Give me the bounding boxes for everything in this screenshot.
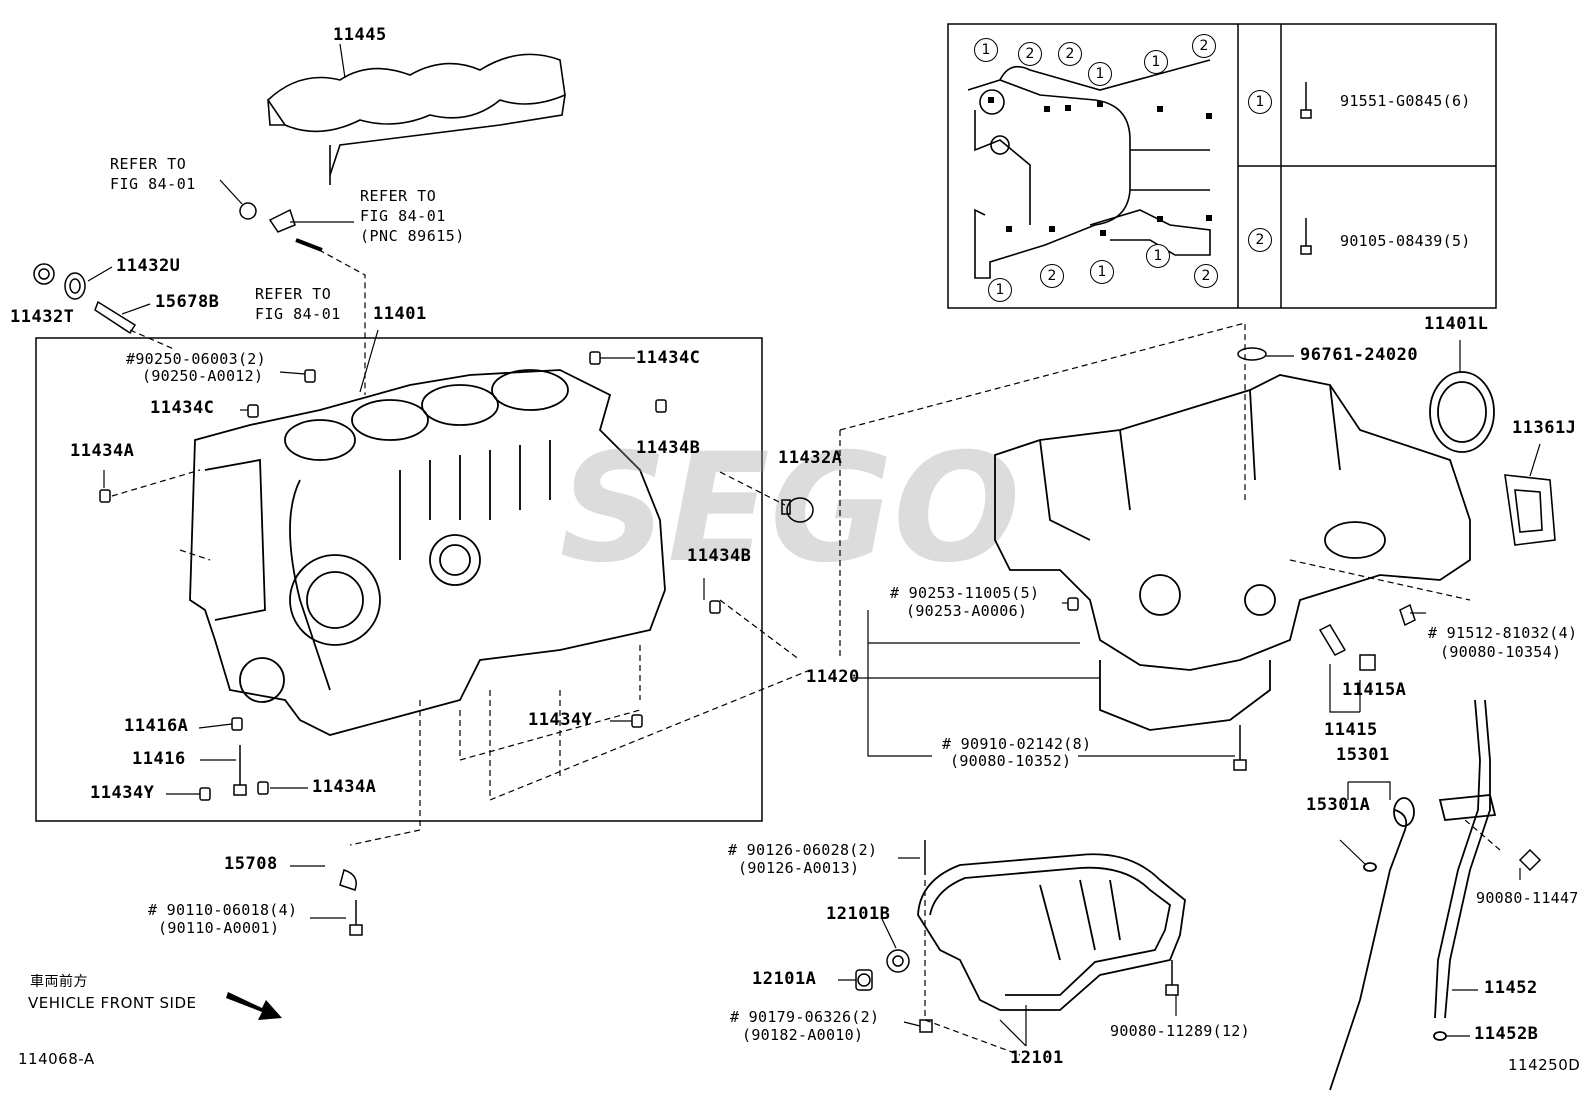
plug-11432A [781, 497, 814, 523]
label-91512-81032[interactable]: # 91512-81032(4) [1428, 624, 1578, 642]
label-11432U[interactable]: 11432U [116, 256, 181, 276]
label-11415[interactable]: 11415 [1324, 720, 1378, 740]
label-15301A[interactable]: 15301A [1306, 795, 1371, 815]
label-90910-02142[interactable]: # 90910-02142(8) [942, 735, 1092, 753]
label-90179-06326[interactable]: # 90179-06326(2) [730, 1008, 880, 1026]
label-vehicle-front-side: VEHICLE FRONT SIDE [28, 994, 197, 1012]
label-11434A-1[interactable]: 11434A [70, 441, 135, 461]
dipstick-guide-11452 [1433, 699, 1497, 1041]
label-11432A[interactable]: 11432A [778, 448, 843, 468]
dashed-leaders [111, 244, 1501, 1056]
label-90126-A0013: (90126-A0013) [738, 859, 860, 877]
dipstick-15301 [1329, 797, 1415, 1091]
inset-marker: 1 [1088, 62, 1112, 86]
label-96761-24020[interactable]: 96761-24020 [1300, 345, 1419, 365]
label-front-jp: 車両前方 [30, 974, 88, 990]
label-11401L[interactable]: 11401L [1424, 314, 1489, 334]
label-90080-10354: (90080-10354) [1440, 643, 1562, 661]
label-90253-11005[interactable]: # 90253-11005(5) [890, 584, 1040, 602]
label-11416A[interactable]: 11416A [124, 716, 189, 736]
label-15708[interactable]: 15708 [224, 854, 278, 874]
label-15678B[interactable]: 15678B [155, 292, 220, 312]
label-90080-11289[interactable]: 90080-11289(12) [1110, 1022, 1250, 1040]
label-11434C-1[interactable]: 11434C [636, 348, 701, 368]
label-refer-fig-84-01-b[interactable]: REFER TO FIG 84-01 (PNC 89615) [360, 187, 465, 245]
bolt-icon [1300, 82, 1312, 119]
inset-row-marker-1: 1 [1248, 90, 1272, 114]
label-refer-fig-84-01-c[interactable]: REFER TO FIG 84-01 [255, 285, 341, 323]
label-12101[interactable]: 12101 [1010, 1048, 1064, 1068]
inset-marker: 1 [1090, 260, 1114, 284]
inset-marker: 1 [974, 38, 998, 62]
label-11445: 11445 [333, 25, 387, 45]
inset-marker: 2 [1058, 42, 1082, 66]
intake-cover-11445 [266, 53, 566, 185]
label-90126-06028[interactable]: # 90126-06028(2) [728, 841, 878, 859]
label-11434B-1[interactable]: 11434B [636, 438, 701, 458]
oil-pan-12101 [917, 853, 1186, 1011]
label-11416[interactable]: 11416 [132, 749, 186, 769]
label-90250-A0012: (90250-A0012) [142, 367, 264, 385]
o-ring-96761 [1237, 347, 1267, 361]
figure-code-right: 114250D [1508, 1056, 1581, 1074]
inset-lower-case-outline [967, 59, 1211, 279]
figure-code-left: 114068-A [18, 1050, 95, 1068]
inset-marker: 2 [1192, 34, 1216, 58]
inset-marker: 1 [1146, 244, 1170, 268]
oil-seal-11401L [1429, 371, 1495, 453]
label-11452B[interactable]: 11452B [1474, 1024, 1539, 1044]
inset-marker: 1 [988, 278, 1012, 302]
inset-part-91551-G0845[interactable]: 91551-G0845(6) [1340, 92, 1471, 110]
cover-11361J [1504, 474, 1556, 546]
label-90080-11447[interactable]: 90080-11447 [1476, 889, 1579, 907]
label-12101A[interactable]: 12101A [752, 969, 817, 989]
fittings-top-left [33, 202, 323, 335]
label-11434C-2[interactable]: 11434C [150, 398, 215, 418]
inset-bolt-dots [988, 97, 1212, 236]
label-11434B-2[interactable]: 11434B [687, 546, 752, 566]
drain-plug-12101A [855, 969, 873, 991]
label-11432T[interactable]: 11432T [10, 307, 75, 327]
label-15301[interactable]: 15301 [1336, 745, 1390, 765]
inset-marker: 2 [1194, 264, 1218, 288]
label-90182-A0010: (90182-A0010) [742, 1026, 864, 1044]
crankcase-11420 [994, 374, 1471, 731]
inset-marker: 1 [1144, 50, 1168, 74]
label-11361J[interactable]: 11361J [1512, 418, 1577, 438]
label-11401[interactable]: 11401 [373, 304, 427, 324]
label-90250-06003[interactable]: #90250-06003(2) [126, 350, 266, 368]
label-11452[interactable]: 11452 [1484, 978, 1538, 998]
inset-row-marker-2: 2 [1248, 228, 1272, 252]
label-90080-10352: (90080-10352) [950, 752, 1072, 770]
bolt-icon [1300, 218, 1312, 255]
label-refer-fig-84-01-a[interactable]: REFER TO FIG 84-01 [110, 155, 196, 193]
label-90110-06018[interactable]: # 90110-06018(4) [148, 901, 298, 919]
label-11420[interactable]: 11420 [806, 667, 860, 687]
front-arrow-icon [226, 992, 282, 1020]
label-90110-A0001: (90110-A0001) [158, 919, 280, 937]
label-11434A-2[interactable]: 11434A [312, 777, 377, 797]
inset-marker: 2 [1040, 264, 1064, 288]
cylinder-block-group-box [35, 337, 763, 822]
label-12101B[interactable]: 12101B [826, 904, 891, 924]
cylinder-block-11401 [189, 369, 666, 736]
label-11415A[interactable]: 11415A [1342, 680, 1407, 700]
inset-marker: 2 [1018, 42, 1042, 66]
label-11434Y-1[interactable]: 11434Y [528, 710, 593, 730]
label-11434Y-2[interactable]: 11434Y [90, 783, 155, 803]
inset-part-90105-08439[interactable]: 90105-08439(5) [1340, 232, 1471, 250]
leader-lines [87, 43, 1541, 1047]
gasket-12101B [886, 949, 910, 973]
label-90253-A0006: (90253-A0006) [906, 602, 1028, 620]
